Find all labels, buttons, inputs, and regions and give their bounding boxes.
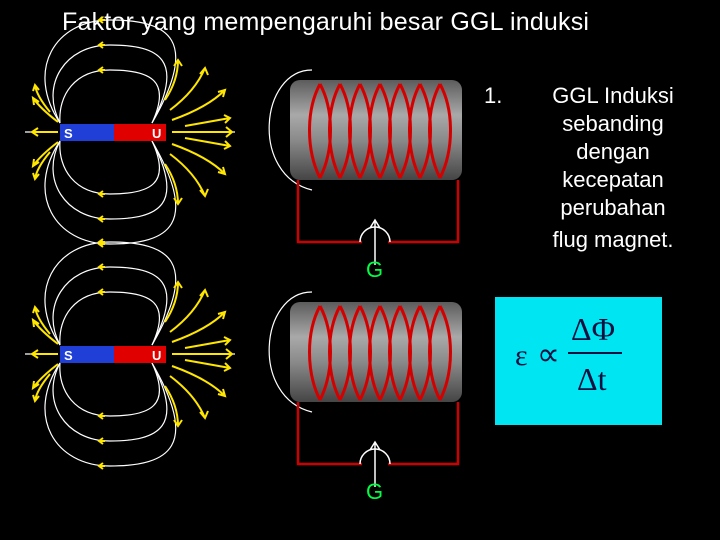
- bar-magnet: S U: [60, 346, 166, 363]
- slide-title: Faktor yang mempengaruhi besar GGL induk…: [62, 8, 590, 36]
- galvanometer-label: G: [366, 257, 383, 282]
- proportional-symbol: ∝: [537, 336, 560, 372]
- point-line: kecepatan: [562, 167, 664, 192]
- solenoid: [268, 291, 462, 413]
- bar-magnet: S U: [60, 124, 166, 141]
- solenoid: [268, 69, 462, 191]
- top-assembly: S U G: [25, 16, 462, 282]
- field-direction-arrows: [30, 238, 234, 470]
- point-line: flug magnet.: [552, 227, 674, 252]
- south-pole-label: S: [64, 126, 73, 141]
- galvanometer-needle-icon: [369, 218, 381, 265]
- point-line: perubahan: [560, 195, 666, 220]
- south-pole-label: S: [64, 348, 73, 363]
- coil-windings: [308, 83, 452, 179]
- point-number: 1.: [484, 83, 503, 108]
- galvanometer: G: [359, 218, 391, 282]
- fraction-bar: [568, 352, 622, 354]
- galvanometer: G: [359, 440, 391, 504]
- point-text: GGL Induksi sebanding dengan kecepatan p…: [513, 82, 713, 254]
- circuit: [296, 180, 460, 244]
- circuit: [296, 402, 460, 466]
- north-pole-label: U: [152, 348, 161, 363]
- emf-symbol: ε: [515, 339, 528, 372]
- bottom-assembly: S U G: [25, 238, 462, 504]
- formula-denominator: Δt: [577, 361, 607, 397]
- north-pole-label: U: [152, 126, 161, 141]
- field-direction-arrows: [30, 16, 234, 248]
- point-line: GGL Induksi: [552, 83, 674, 108]
- formula-numerator: ΔΦ: [571, 311, 615, 347]
- formula-box: ε ∝ ΔΦ Δt: [495, 297, 662, 425]
- coil-windings: [308, 305, 452, 401]
- point-line: dengan: [576, 139, 650, 164]
- galvanometer-label: G: [366, 479, 383, 504]
- galvanometer-needle-icon: [369, 440, 381, 487]
- emf-formula: ε ∝ ΔΦ Δt: [495, 297, 662, 425]
- point-line: sebanding: [562, 111, 664, 136]
